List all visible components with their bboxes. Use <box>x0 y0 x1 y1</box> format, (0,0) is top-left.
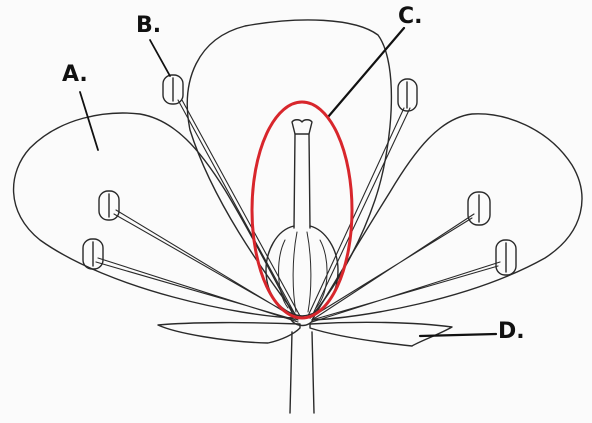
flower-stem <box>289 331 315 414</box>
receptacle <box>289 317 315 327</box>
pistil <box>265 119 339 327</box>
pistil-highlight-ellipse <box>250 100 354 320</box>
petal-left <box>12 112 296 319</box>
sepal-right <box>309 321 453 347</box>
leader-line-b <box>149 39 171 77</box>
petal-top <box>186 19 393 319</box>
petal-right <box>311 113 583 321</box>
label-c: C. <box>398 4 423 29</box>
filaments <box>95 99 501 323</box>
leader-line-c <box>326 26 406 119</box>
sepal-left <box>157 321 301 344</box>
leader-line-d <box>418 332 498 338</box>
style <box>293 133 311 229</box>
anther-b <box>162 74 184 105</box>
ovary <box>265 225 339 317</box>
label-b: B. <box>136 13 162 38</box>
label-d: D. <box>498 319 525 344</box>
stigma <box>291 119 313 135</box>
label-a: A. <box>62 62 88 87</box>
anthers <box>82 74 517 276</box>
leader-line-a <box>79 91 99 151</box>
